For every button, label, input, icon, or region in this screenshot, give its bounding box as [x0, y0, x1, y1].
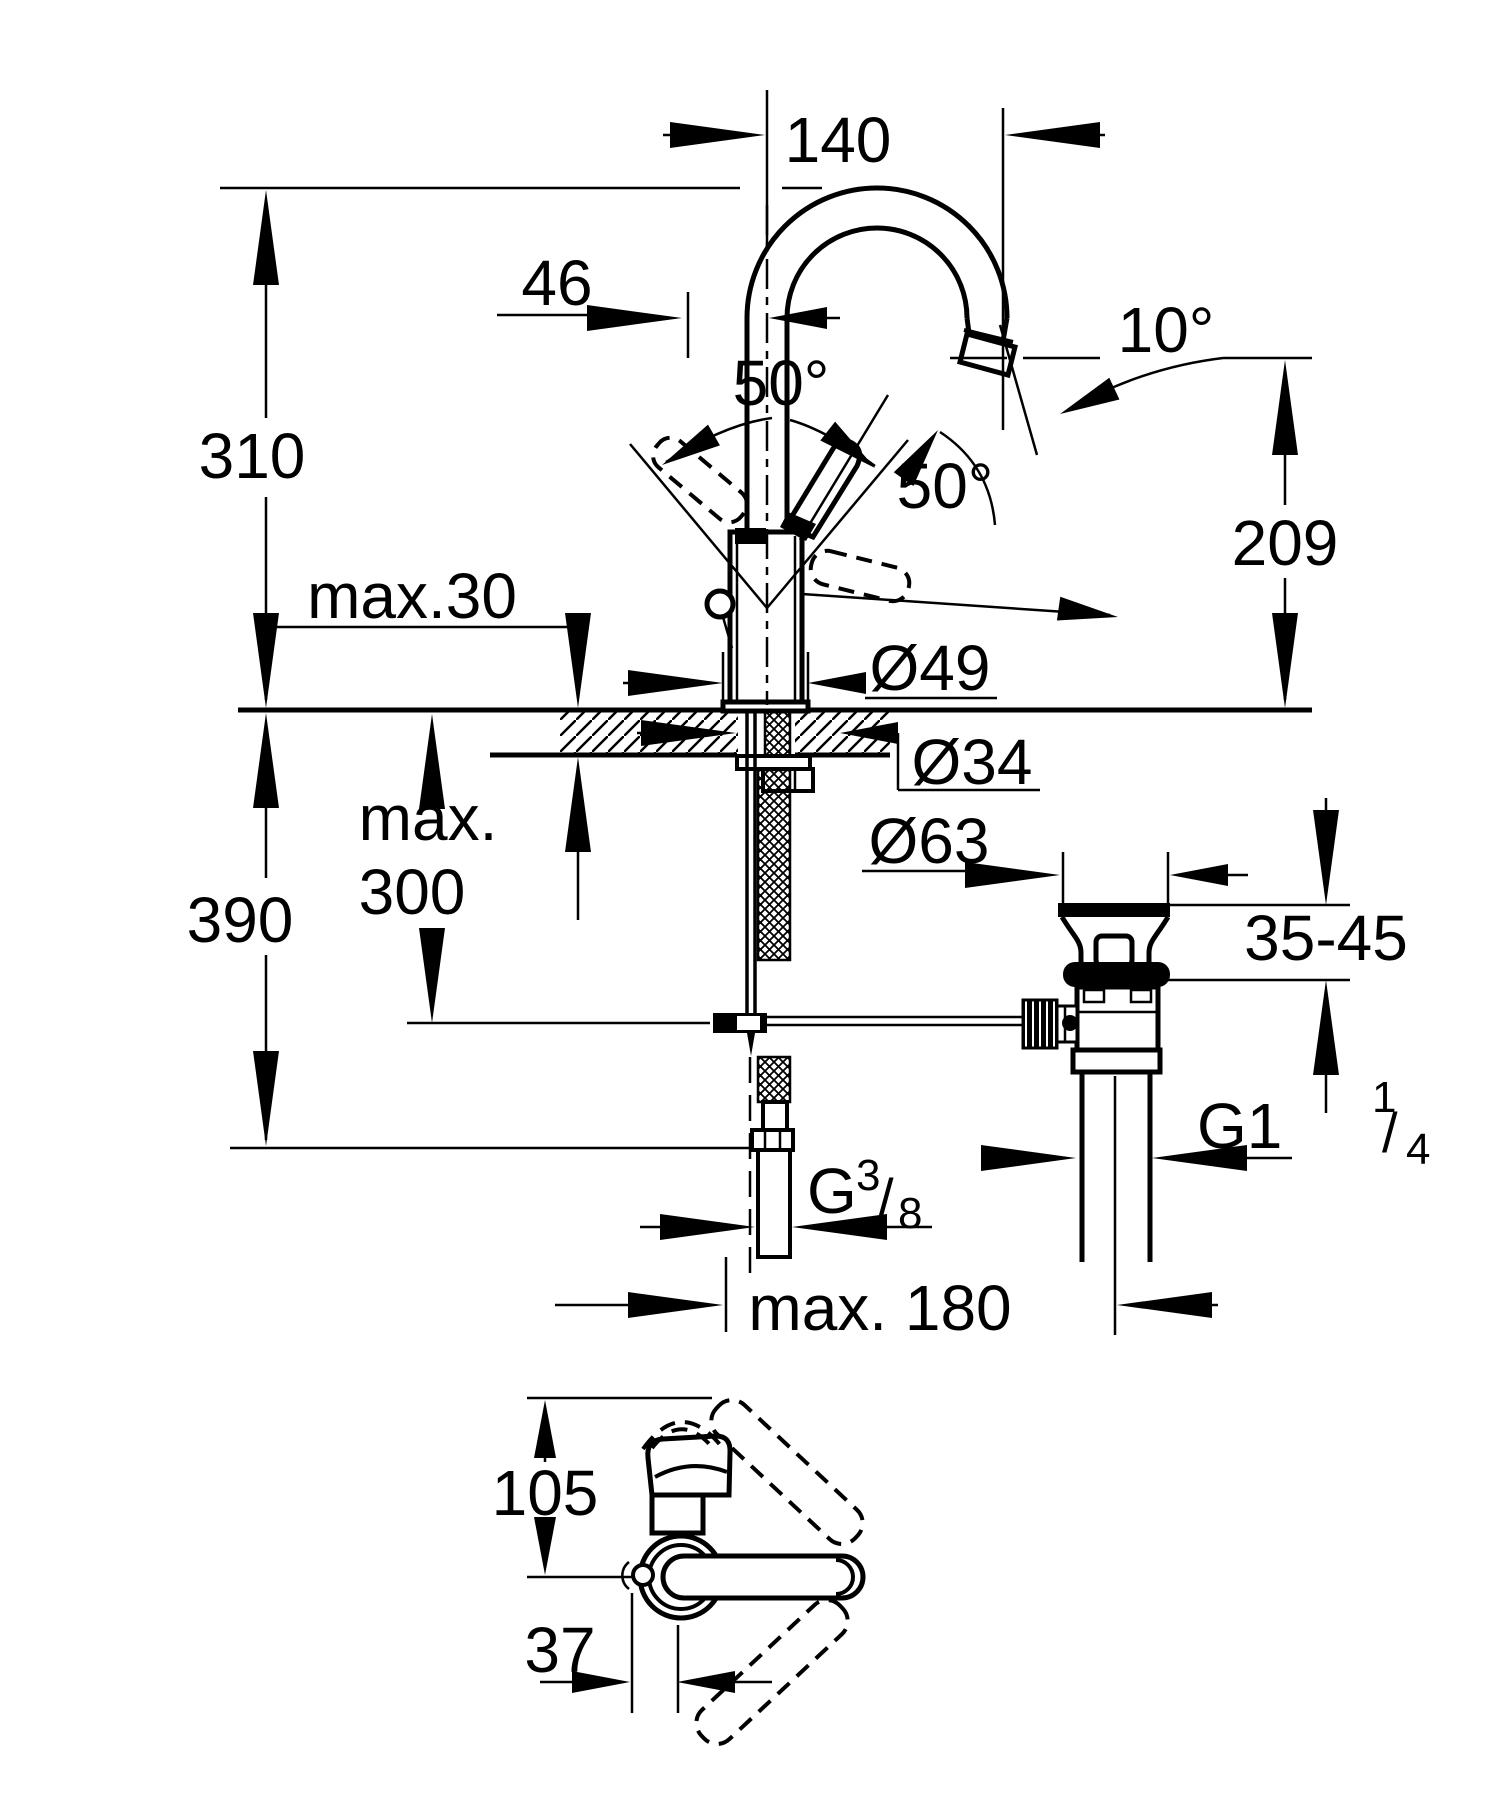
label-supply-thread-sub: 8: [898, 1189, 922, 1238]
dim-spout-offset: 46: [497, 247, 840, 358]
dim-waste-flange: Ø63: [862, 805, 1248, 903]
lever-dashed-left: [651, 435, 749, 525]
handle-swivel-up: [709, 1398, 865, 1546]
popup-waste-assembly: [1021, 903, 1171, 1335]
label-waste-thread-sub: 4: [1406, 1125, 1430, 1174]
handle-swivel-down: [694, 1598, 850, 1746]
label-supply-thread-slash: /: [878, 1167, 894, 1230]
waste-top-rim: [1058, 903, 1170, 917]
label-below-deck: 390: [187, 884, 294, 956]
supply-hose: [748, 768, 795, 1285]
top-view-rod-knob: [631, 1563, 655, 1587]
dimensions: 140 46 310: [187, 90, 1430, 1713]
top-view-body: [649, 1492, 706, 1536]
waste-body: [1074, 984, 1161, 1053]
popup-rod-knob: [704, 588, 736, 620]
label-outlet-height: 209: [1232, 507, 1339, 579]
label-clamp-range: 35-45: [1244, 902, 1408, 974]
label-height: 310: [199, 420, 306, 492]
dim-hole-diameter: Ø34: [637, 720, 1040, 798]
label-base-diameter: Ø49: [870, 632, 991, 704]
label-supply-thread: G: [807, 1155, 857, 1227]
dim-base-diameter: Ø49: [623, 632, 997, 704]
dim-below-deck: 390: [187, 713, 750, 1150]
dim-waste-thread: G1 1 / 4: [981, 1073, 1430, 1174]
top-view: [621, 1398, 866, 1746]
waste-flange: [1063, 962, 1170, 987]
popup-rod: [713, 712, 1025, 1056]
front-view-faucet: [238, 185, 1312, 1285]
spout-aerator: [956, 330, 1019, 379]
label-swivel-right: 50°: [897, 450, 994, 522]
label-spout-reach: 140: [785, 104, 892, 176]
waste-plug: [1093, 933, 1135, 969]
dim-deck-thickness: max.30: [275, 560, 591, 920]
label-waste-thread: G1: [1197, 1090, 1282, 1162]
label-install-depth-word: max.: [359, 782, 498, 854]
dim-clamp-range: 35-45: [1168, 798, 1408, 1113]
hose-hex-nut: [750, 1128, 795, 1152]
label-spout-offset: 46: [521, 247, 592, 319]
label-install-depth-value: 300: [359, 856, 466, 928]
dim-outlet-angle: 10°: [950, 294, 1224, 456]
rod-ball-joint: [1062, 1015, 1078, 1031]
dim-install-depth: max. 300: [359, 714, 710, 1025]
dim-handle-angles: 50° 50°: [629, 347, 1120, 629]
label-waste-thread-sup: 1: [1372, 1073, 1396, 1122]
waste-locknut: [1070, 1047, 1163, 1075]
dim-spout-reach: 140: [663, 90, 1105, 430]
label-waste-thread-slash: /: [1382, 1101, 1398, 1164]
base-plate: [720, 699, 811, 714]
cartridge-cap: [735, 528, 766, 544]
label-hole-diameter: Ø34: [912, 726, 1033, 798]
top-view-spout: [660, 1553, 866, 1601]
dim-topview-offset: 37: [524, 1593, 772, 1713]
rod-knurled-nut: [1021, 998, 1059, 1050]
label-hole-spacing: max. 180: [748, 1272, 1011, 1344]
label-outlet-angle: 10°: [1118, 294, 1215, 366]
dim-topview-height: 105: [492, 1396, 712, 1579]
dim-supply-thread: G 3 / 8: [640, 1151, 932, 1240]
supply-pipe: [756, 1148, 792, 1259]
label-deck-thickness: max.30: [307, 560, 517, 632]
lever-dashed-right: [808, 548, 912, 604]
label-swivel-left: 50°: [733, 347, 830, 419]
dim-height-above-deck: 310: [199, 186, 822, 708]
label-supply-thread-sup: 3: [856, 1151, 880, 1200]
dim-hole-spacing: max. 180: [555, 1257, 1218, 1344]
dim-outlet-height: 209: [1223, 356, 1339, 708]
